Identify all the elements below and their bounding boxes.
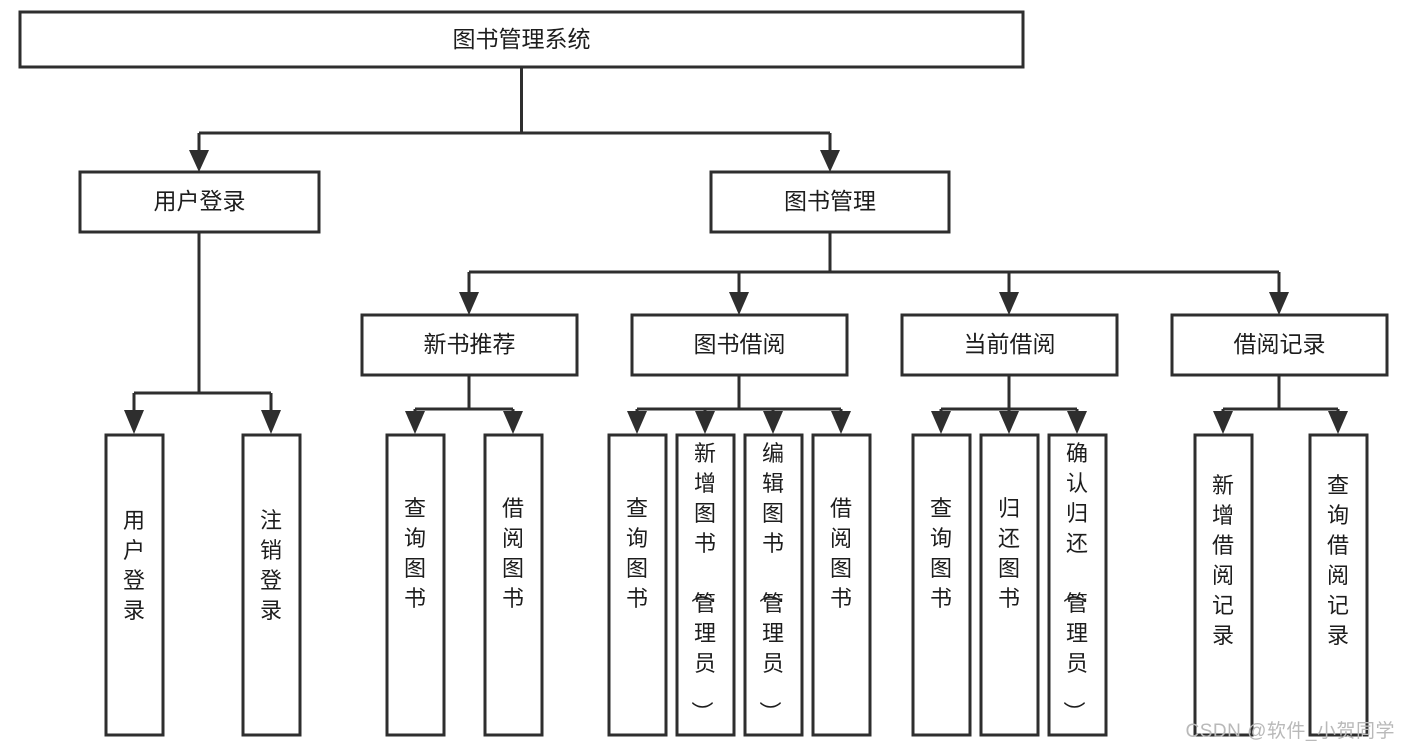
leaf-currentborrow-confirm-return-box[interactable]	[1047, 433, 1108, 737]
node-root-box[interactable]	[18, 10, 1025, 69]
leaf-currentborrow-query-book-box[interactable]	[911, 433, 972, 737]
leaf-newbook-query-book-box[interactable]	[385, 433, 446, 737]
arrow-currentborrow-leaf-2	[999, 411, 1019, 434]
leaf-node[interactable]: 查询借阅记录	[1308, 433, 1369, 737]
leaf-node[interactable]: 新增借阅记录	[1193, 433, 1254, 737]
node-current-borrow-label: 当前借阅	[964, 331, 1056, 357]
leaf-bookborrow-edit-book-label: 编辑图书（管理员）	[757, 441, 784, 723]
leaf-node[interactable]: 查询图书	[607, 433, 668, 737]
leaf-currentborrow-confirm-return-label: 确认归还（管理员）	[1061, 441, 1088, 723]
leaf-node[interactable]: 新增图书（管理员）	[675, 433, 736, 737]
leaf-logout-label: 注销登录	[260, 508, 282, 623]
leaf-bookborrow-query-book-box[interactable]	[607, 433, 668, 737]
leaf-currentborrow-return-book-box[interactable]	[979, 433, 1040, 737]
leaf-node[interactable]: 归还图书	[979, 433, 1040, 737]
leaf-bookborrow-borrow-book-box[interactable]	[811, 433, 872, 737]
leaf-node[interactable]: 借阅图书	[483, 433, 544, 737]
node-user-login-label: 用户登录	[154, 188, 246, 214]
node-root[interactable]: 图书管理系统	[18, 10, 1025, 69]
leaf-logout-box[interactable]	[241, 433, 302, 737]
arrow-userlogin-leaf-1	[124, 410, 144, 434]
leaf-node[interactable]: 注销登录	[241, 433, 302, 737]
leaf-user-login-label: 用户登录	[123, 508, 145, 623]
node-borrow-record-box[interactable]	[1170, 313, 1389, 377]
node-current-borrow-box[interactable]	[900, 313, 1119, 377]
arrow-userlogin-leaf-2	[261, 410, 281, 434]
arrow-bookmgmt-child-2	[729, 292, 749, 315]
leaf-borrowrecord-add-label: 新增借阅记录	[1212, 473, 1234, 648]
arrow-borrowrecord-leaf-1	[1213, 411, 1233, 434]
node-new-book-recommend[interactable]: 新书推荐	[360, 313, 579, 377]
arrow-bookmgmt-child-4	[1269, 292, 1289, 315]
node-book-management-label: 图书管理	[784, 188, 876, 214]
leaf-user-login-box[interactable]	[104, 433, 165, 737]
leaf-borrowrecord-query-box[interactable]	[1308, 433, 1369, 737]
leaf-newbook-query-book-label: 查询图书	[404, 496, 426, 611]
node-book-borrow-label: 图书借阅	[694, 331, 786, 357]
arrow-bookmgmt-child-3	[999, 292, 1019, 315]
leaf-borrowrecord-query-label: 查询借阅记录	[1327, 473, 1349, 648]
leaf-node[interactable]: 借阅图书	[811, 433, 872, 737]
arrow-bookborrow-leaf-4	[831, 411, 851, 434]
leaf-borrowrecord-add-box[interactable]	[1193, 433, 1254, 737]
leaf-bookborrow-add-book-label: 新增图书（管理员）	[689, 441, 716, 723]
connector-layer	[124, 67, 1348, 434]
leaf-currentborrow-query-book-label: 查询图书	[930, 496, 952, 611]
node-book-management-box[interactable]	[709, 170, 951, 234]
node-book-borrow[interactable]: 图书借阅	[630, 313, 849, 377]
leaf-bookborrow-edit-book-box[interactable]	[743, 433, 804, 737]
leaf-newbook-borrow-book-box[interactable]	[483, 433, 544, 737]
leaf-node[interactable]: 确认归还（管理员）	[1047, 433, 1108, 737]
node-borrow-record[interactable]: 借阅记录	[1170, 313, 1389, 377]
leaf-node[interactable]: 查询图书	[385, 433, 446, 737]
arrow-newbook-leaf-2	[503, 411, 523, 434]
node-user-login[interactable]: 用户登录	[78, 170, 321, 234]
node-book-management[interactable]: 图书管理	[709, 170, 951, 234]
node-user-login-box[interactable]	[78, 170, 321, 234]
arrow-bookmgmt-child-1	[459, 292, 479, 315]
node-borrow-record-label: 借阅记录	[1234, 331, 1326, 357]
arrow-bookborrow-leaf-1	[627, 411, 647, 434]
leaf-bookborrow-query-book-label: 查询图书	[626, 496, 648, 611]
leaf-bookborrow-borrow-book-label: 借阅图书	[830, 496, 852, 611]
arrow-root-to-user-login	[189, 150, 209, 172]
node-new-book-recommend-box[interactable]	[360, 313, 579, 377]
arrow-bookborrow-leaf-2	[695, 411, 715, 434]
arrow-currentborrow-leaf-3	[1067, 411, 1087, 434]
node-current-borrow[interactable]: 当前借阅	[900, 313, 1119, 377]
node-new-book-recommend-label: 新书推荐	[424, 331, 516, 357]
arrow-newbook-leaf-1	[405, 411, 425, 434]
leaf-node[interactable]: 用户登录	[104, 433, 165, 737]
arrow-bookborrow-leaf-3	[763, 411, 783, 434]
node-root-label: 图书管理系统	[453, 26, 591, 52]
leaf-currentborrow-return-book-label: 归还图书	[998, 496, 1020, 611]
arrow-currentborrow-leaf-1	[931, 411, 951, 434]
arrow-root-to-book-mgmt	[820, 150, 840, 172]
leaf-bookborrow-add-book-box[interactable]	[675, 433, 736, 737]
arrow-borrowrecord-leaf-2	[1328, 411, 1348, 434]
leaf-newbook-borrow-book-label: 借阅图书	[502, 496, 524, 611]
node-book-borrow-box[interactable]	[630, 313, 849, 377]
leaf-node[interactable]: 查询图书	[911, 433, 972, 737]
leaf-node[interactable]: 编辑图书（管理员）	[743, 433, 804, 737]
